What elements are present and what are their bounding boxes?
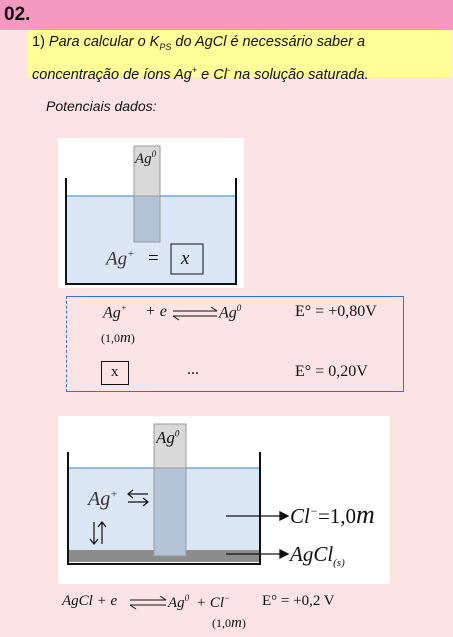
eq1-plus-e: + e	[145, 303, 167, 320]
figure-electrode-ag-plus: Ag0 Ag+ = x	[58, 138, 244, 288]
bottom-eq-left: AgCl + e	[62, 593, 118, 609]
eq1-ag-plus: Ag+	[103, 303, 127, 322]
bottom-eq-concentration: (1,0m)	[212, 615, 246, 631]
eq2-dots: ...	[187, 361, 199, 378]
eq2-unknown-x: x	[111, 364, 119, 380]
equilibrium-arrow-1	[172, 307, 218, 321]
agcl-solid: AgCl(s)	[290, 542, 345, 570]
electrode-immersed	[153, 467, 187, 557]
ag-plus-label: Ag+	[106, 248, 135, 270]
given-potentials-box: Ag+ + e Ag0 E° = +0,80V (1,0m) x ... E° …	[66, 296, 404, 392]
electrode-label: Ag0	[135, 149, 157, 167]
beaker	[65, 178, 237, 285]
pointer-arrows	[226, 510, 290, 560]
ag-plus-ion: Ag+	[88, 488, 118, 510]
eq1-ag-zero: Ag0	[219, 303, 242, 322]
unknown-x: x	[181, 248, 190, 269]
question-header: 02.	[0, 0, 453, 30]
question-text: 1) Para calcular o KPS do AgCl é necessá…	[28, 30, 452, 83]
equals-sign: =	[148, 248, 159, 269]
eq2-unknown-box	[101, 361, 129, 385]
equilibrium-arrow-2	[129, 596, 167, 610]
eq1-potential: E° = +0,80V	[295, 303, 377, 320]
electrode-upper	[133, 145, 161, 197]
ag-equilibrium-arrows	[89, 489, 149, 545]
beaker	[67, 452, 261, 565]
chloride-concentration: Cl−=1,0m	[290, 500, 375, 529]
question-number: 02.	[4, 4, 31, 25]
figure-agcl-electrode: Ag0 Ag+ Cl−=1,0m AgCl(s)	[58, 416, 390, 584]
eq2-potential: E° = 0,20V	[295, 363, 368, 380]
potenciais-label: Potenciais dados:	[46, 98, 157, 114]
electrode-immersed	[133, 195, 161, 243]
electrode-label: Ag0	[156, 428, 180, 447]
bottom-eq-cl: + Cl−	[196, 593, 231, 611]
bottom-eq-potential: E° = +0,2 V	[262, 593, 335, 609]
unknown-box	[170, 243, 204, 275]
bottom-eq-ag: Ag0	[168, 593, 190, 611]
eq1-concentration: (1,0m)	[101, 330, 135, 346]
